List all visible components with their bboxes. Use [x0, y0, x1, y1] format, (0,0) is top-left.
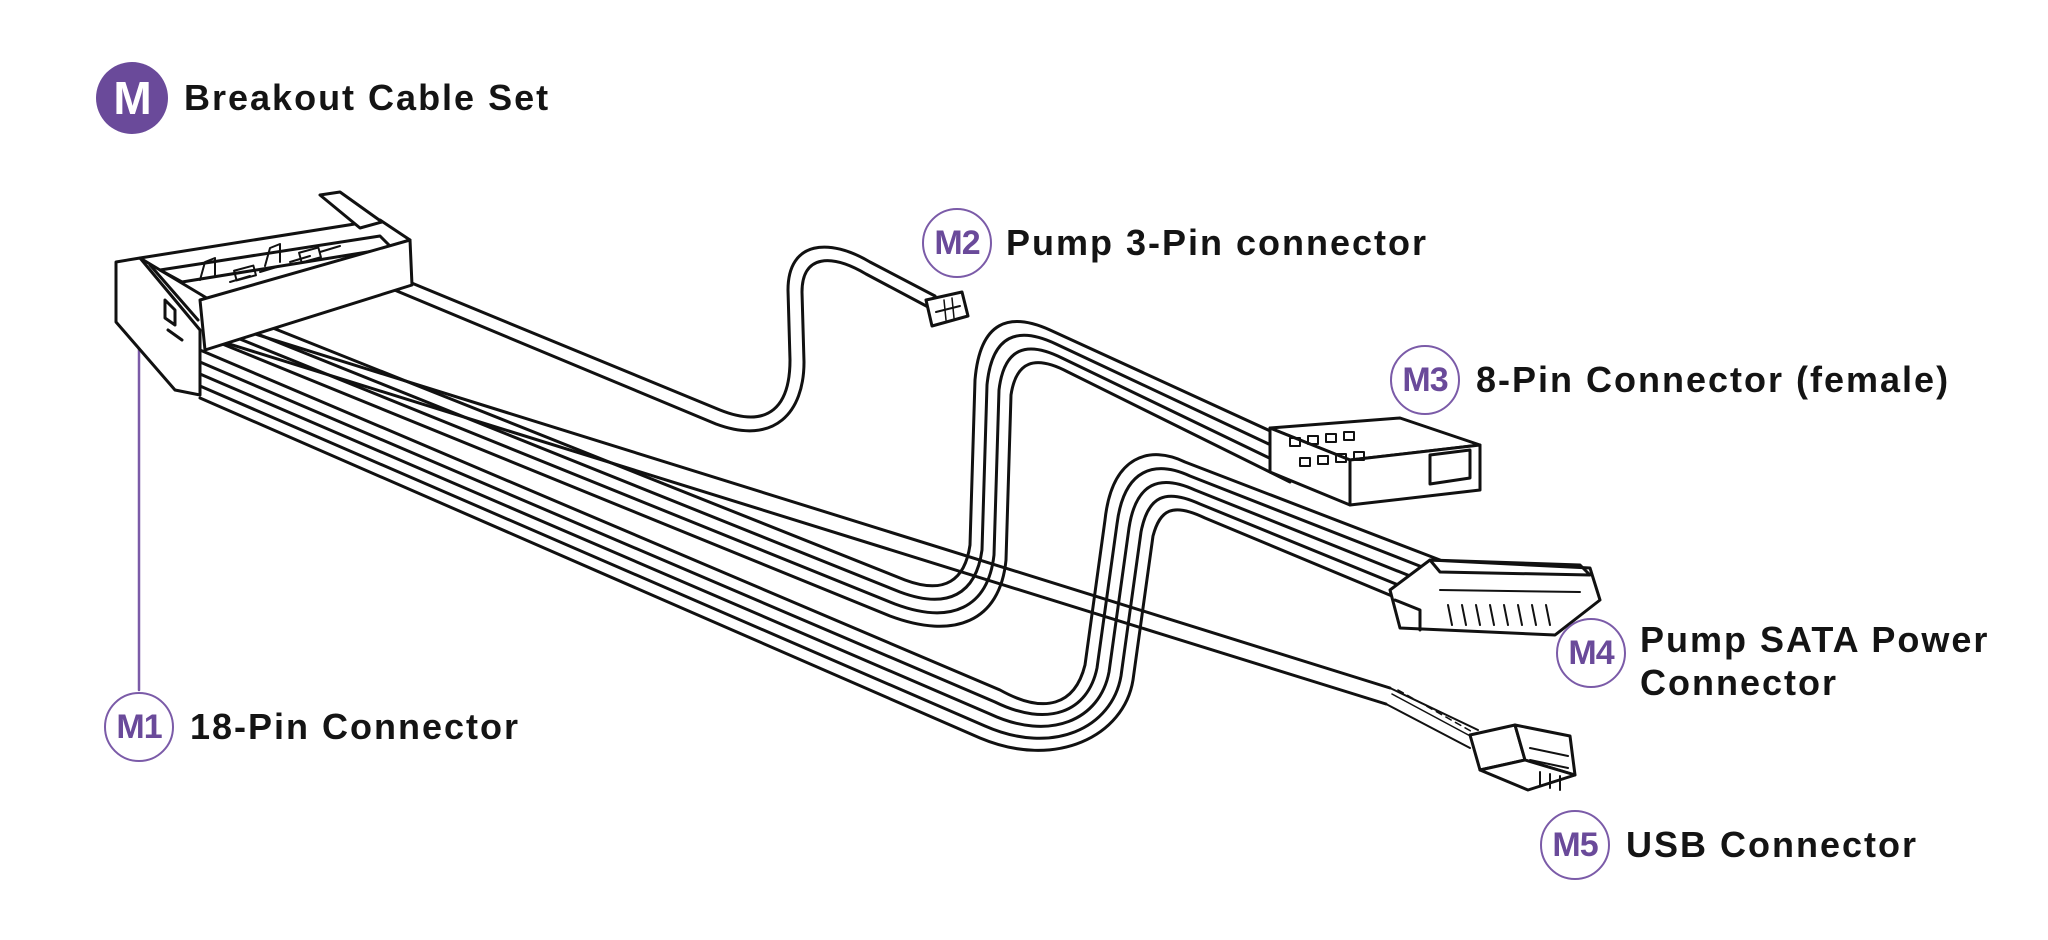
- sata-connector-drawing: [1388, 558, 1602, 637]
- eighteen-pin-connector-drawing: [114, 190, 414, 397]
- m3-badge: M3: [1390, 345, 1460, 415]
- m4-label-line1: Pump SATA Power: [1640, 619, 1990, 660]
- sata-cable-bundle: [198, 348, 1442, 752]
- usb-connector-drawing: [1468, 723, 1577, 792]
- m5-badge: M5: [1540, 810, 1610, 880]
- m4-label-line2: Connector: [1640, 662, 1838, 703]
- usb-cable: [208, 318, 1479, 749]
- m5-label: USB Connector: [1626, 824, 1919, 865]
- page-title: Breakout Cable Set: [184, 77, 551, 118]
- title-badge: M: [96, 62, 168, 134]
- m3-label: 8-Pin Connector (female): [1476, 359, 1951, 400]
- m1-label: 18-Pin Connector: [190, 706, 521, 747]
- pump-cable: [378, 245, 937, 433]
- pump-three-pin-connector-drawing: [924, 290, 970, 328]
- m2-badge: M2: [922, 208, 992, 278]
- m4-badge: M4: [1556, 618, 1626, 688]
- eight-pin-connector-drawing: [1268, 416, 1482, 507]
- m1-badge: M1: [104, 692, 174, 762]
- m2-label: Pump 3-Pin connector: [1006, 222, 1429, 263]
